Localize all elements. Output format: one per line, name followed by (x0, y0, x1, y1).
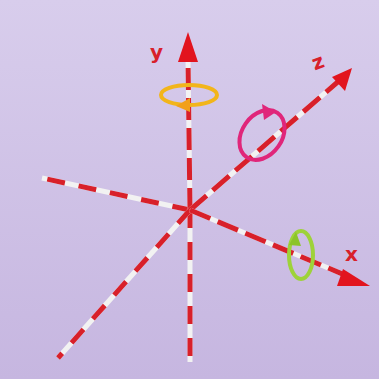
x-arrowhead (337, 269, 370, 286)
rotation-ring-z (230, 101, 294, 168)
rotation-ring-x (289, 231, 313, 279)
axis-label: y (150, 42, 163, 62)
axis-lines (42, 58, 352, 362)
axis-label: x (345, 244, 358, 264)
axis-label: z (309, 51, 327, 74)
y-arrowhead (178, 32, 198, 62)
z-arrowhead (332, 68, 352, 91)
rotation-ring-y (161, 85, 217, 112)
